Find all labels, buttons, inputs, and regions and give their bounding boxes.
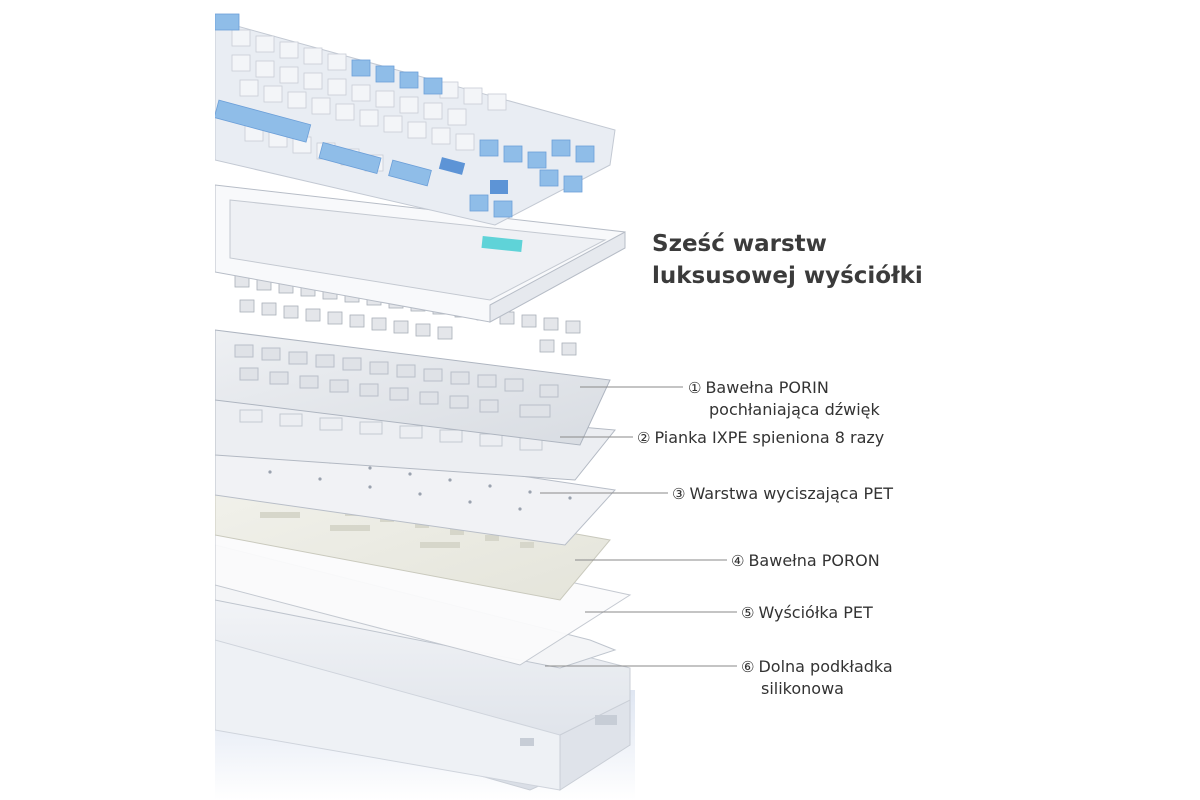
title-line-1: Sześć warstw xyxy=(652,231,827,257)
layer-text-6b: silikonowa xyxy=(761,679,844,698)
page-title: Sześć warstw luksusowej wyściółki xyxy=(652,228,923,292)
layer-text-1: Bawełna PORIN xyxy=(705,378,829,397)
top-frame xyxy=(215,184,626,323)
layer-number-2: ② xyxy=(637,429,651,447)
layer-1-porin-plate xyxy=(215,329,611,446)
leader-lines xyxy=(540,386,737,667)
layer-text-2: Pianka IXPE spieniona 8 razy xyxy=(654,428,885,447)
layer-number-1: ① xyxy=(688,379,702,397)
layer-text-3: Warstwa wyciszająca PET xyxy=(689,484,894,503)
layer-number-6: ⑥ xyxy=(741,658,755,676)
layer-text-1b: pochłaniająca dźwięk xyxy=(709,400,880,419)
keycaps-layer xyxy=(215,13,616,226)
layer-number-5: ⑤ xyxy=(741,604,755,622)
layer-text-5: Wyściółka PET xyxy=(758,603,873,622)
title-line-2: luksusowej wyściółki xyxy=(652,263,923,289)
layer-number-4: ④ xyxy=(731,552,745,570)
layer-text-6: Dolna podkładka xyxy=(758,657,893,676)
layer-number-3: ③ xyxy=(672,485,686,503)
layer-text-4: Bawełna PORON xyxy=(748,551,880,570)
